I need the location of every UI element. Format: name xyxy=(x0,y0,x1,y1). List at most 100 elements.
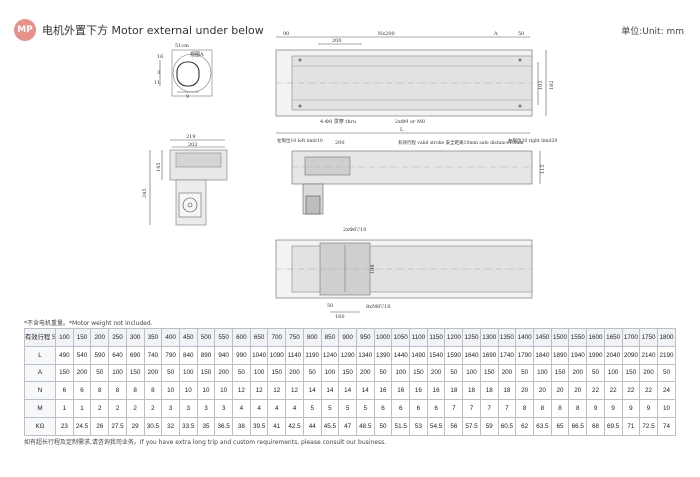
top-view-dim-90: 90 xyxy=(283,31,289,37)
cell-kg-5: 30.5 xyxy=(143,416,163,436)
front-view-dim-200: 200 xyxy=(335,140,345,146)
cell-n-28: 20 xyxy=(550,381,570,401)
cell-n-15: 14 xyxy=(320,381,340,401)
cell-m-33: 9 xyxy=(639,399,658,418)
cell-m-29: 8 xyxy=(568,399,588,418)
cell-l-1: 540 xyxy=(72,345,92,365)
cell-l-22: 1590 xyxy=(444,345,464,365)
bottom-view-drawing: 2xΦ6▽10 198 160 50 8xM8▽16 xyxy=(275,227,533,320)
cell-a-25: 200 xyxy=(497,363,517,383)
cell-stroke-8: 500 xyxy=(196,328,216,347)
cell-kg-33: 72.5 xyxy=(639,416,658,436)
weight-note: *不含电机重量。*Motor weight not included. xyxy=(24,320,153,327)
cell-n-26: 20 xyxy=(515,381,534,401)
cell-n-18: 16 xyxy=(373,381,393,401)
cell-l-11: 1040 xyxy=(249,345,269,365)
cell-n-2: 8 xyxy=(90,381,110,401)
cell-n-12: 12 xyxy=(267,381,287,401)
cell-a-14: 50 xyxy=(302,363,322,383)
cell-kg-23: 57.5 xyxy=(462,416,481,436)
cell-m-32: 9 xyxy=(621,399,641,418)
cell-kg-4: 29 xyxy=(125,416,145,436)
cell-stroke-19: 1050 xyxy=(391,328,411,347)
cell-n-34: 24 xyxy=(656,381,677,401)
cell-stroke-15: 850 xyxy=(320,328,340,347)
cell-m-22: 7 xyxy=(444,399,464,418)
cell-a-16: 150 xyxy=(338,363,357,383)
cell-n-5: 8 xyxy=(143,381,163,401)
top-view-drawing: 90 200 Nx200 A 50 102 182 4-Φ8 贯穿 thru 2… xyxy=(275,31,555,125)
cell-m-13: 4 xyxy=(285,399,304,418)
cell-n-27: 20 xyxy=(532,381,552,401)
top-view-dim-182: 182 xyxy=(549,80,555,90)
cell-m-28: 8 xyxy=(550,399,570,418)
cell-kg-25: 60.5 xyxy=(497,416,517,436)
cell-stroke-13: 750 xyxy=(285,328,304,347)
cell-stroke-9: 550 xyxy=(214,328,234,347)
cell-m-14: 5 xyxy=(302,399,322,418)
top-view-dim-nx200: Nx200 xyxy=(378,31,395,37)
cell-stroke-27: 1450 xyxy=(532,328,552,347)
cell-a-15: 100 xyxy=(320,363,340,383)
cell-stroke-3: 250 xyxy=(108,328,127,347)
cell-l-30: 1990 xyxy=(586,345,605,365)
spec-table: 有效行程 Stroke 1001502002503003504004505005… xyxy=(24,328,677,436)
cell-kg-2: 26 xyxy=(90,416,110,436)
mp-badge: MP xyxy=(14,19,36,41)
end-view-drawing: 51cm 视图A 16 3 11 9 xyxy=(154,43,213,100)
cell-a-23: 100 xyxy=(462,363,481,383)
cell-stroke-25: 1350 xyxy=(497,328,517,347)
cell-l-3: 640 xyxy=(108,345,127,365)
cell-a-28: 150 xyxy=(550,363,570,383)
cell-kg-14: 44 xyxy=(302,416,322,436)
cell-m-34: 10 xyxy=(656,399,677,418)
cell-a-33: 200 xyxy=(639,363,658,383)
cell-n-1: 6 xyxy=(72,381,92,401)
cell-stroke-30: 1600 xyxy=(586,328,605,347)
cell-kg-10: 38 xyxy=(232,416,251,436)
cell-n-32: 22 xyxy=(621,381,641,401)
cell-stroke-14: 800 xyxy=(302,328,322,347)
cell-n-10: 12 xyxy=(232,381,251,401)
cell-kg-17: 48.5 xyxy=(355,416,375,436)
page-header: MP 电机外置下方 Motor external under below xyxy=(14,18,264,42)
cell-l-23: 1640 xyxy=(462,345,481,365)
cell-n-31: 22 xyxy=(603,381,623,401)
cell-l-15: 1240 xyxy=(320,345,340,365)
top-view-slot-note: 2xΦ9 or M8 xyxy=(395,119,425,125)
cell-l-6: 790 xyxy=(161,345,180,365)
cell-m-23: 7 xyxy=(462,399,481,418)
technical-drawings: 51cm 视图A 16 3 11 9 219 202 245 145 90 20… xyxy=(142,31,558,320)
cell-l-2: 590 xyxy=(90,345,110,365)
cell-stroke-20: 1100 xyxy=(409,328,428,347)
cell-kg-6: 32 xyxy=(161,416,180,436)
cell-l-14: 1190 xyxy=(302,345,322,365)
cell-n-6: 10 xyxy=(161,381,180,401)
cell-stroke-26: 1400 xyxy=(515,328,534,347)
cell-a-0: 150 xyxy=(55,363,74,383)
row-head-l: L xyxy=(24,345,56,365)
end-view-dim-3: 3 xyxy=(157,70,160,76)
cell-a-6: 50 xyxy=(161,363,180,383)
cell-stroke-23: 1250 xyxy=(462,328,481,347)
cell-a-17: 200 xyxy=(355,363,375,383)
cell-stroke-1: 150 xyxy=(72,328,92,347)
cell-a-10: 50 xyxy=(232,363,251,383)
stroke-head-text: 有效行程 Stroke xyxy=(25,333,55,341)
table-row-stroke: 有效行程 Stroke 1001502002503003504004505005… xyxy=(24,328,677,347)
cell-l-19: 1440 xyxy=(391,345,411,365)
cell-m-2: 2 xyxy=(90,399,110,418)
cell-m-27: 8 xyxy=(532,399,552,418)
cell-a-12: 150 xyxy=(267,363,287,383)
cell-n-29: 20 xyxy=(568,381,588,401)
cell-n-22: 18 xyxy=(444,381,464,401)
cell-kg-34: 74 xyxy=(656,416,677,436)
cell-a-5: 200 xyxy=(143,363,163,383)
cell-n-4: 8 xyxy=(125,381,145,401)
cell-kg-7: 33.5 xyxy=(178,416,198,436)
cell-stroke-32: 1700 xyxy=(621,328,641,347)
cell-l-9: 940 xyxy=(214,345,234,365)
cell-kg-26: 62 xyxy=(515,416,534,436)
cell-m-11: 4 xyxy=(249,399,269,418)
cell-m-9: 3 xyxy=(214,399,234,418)
